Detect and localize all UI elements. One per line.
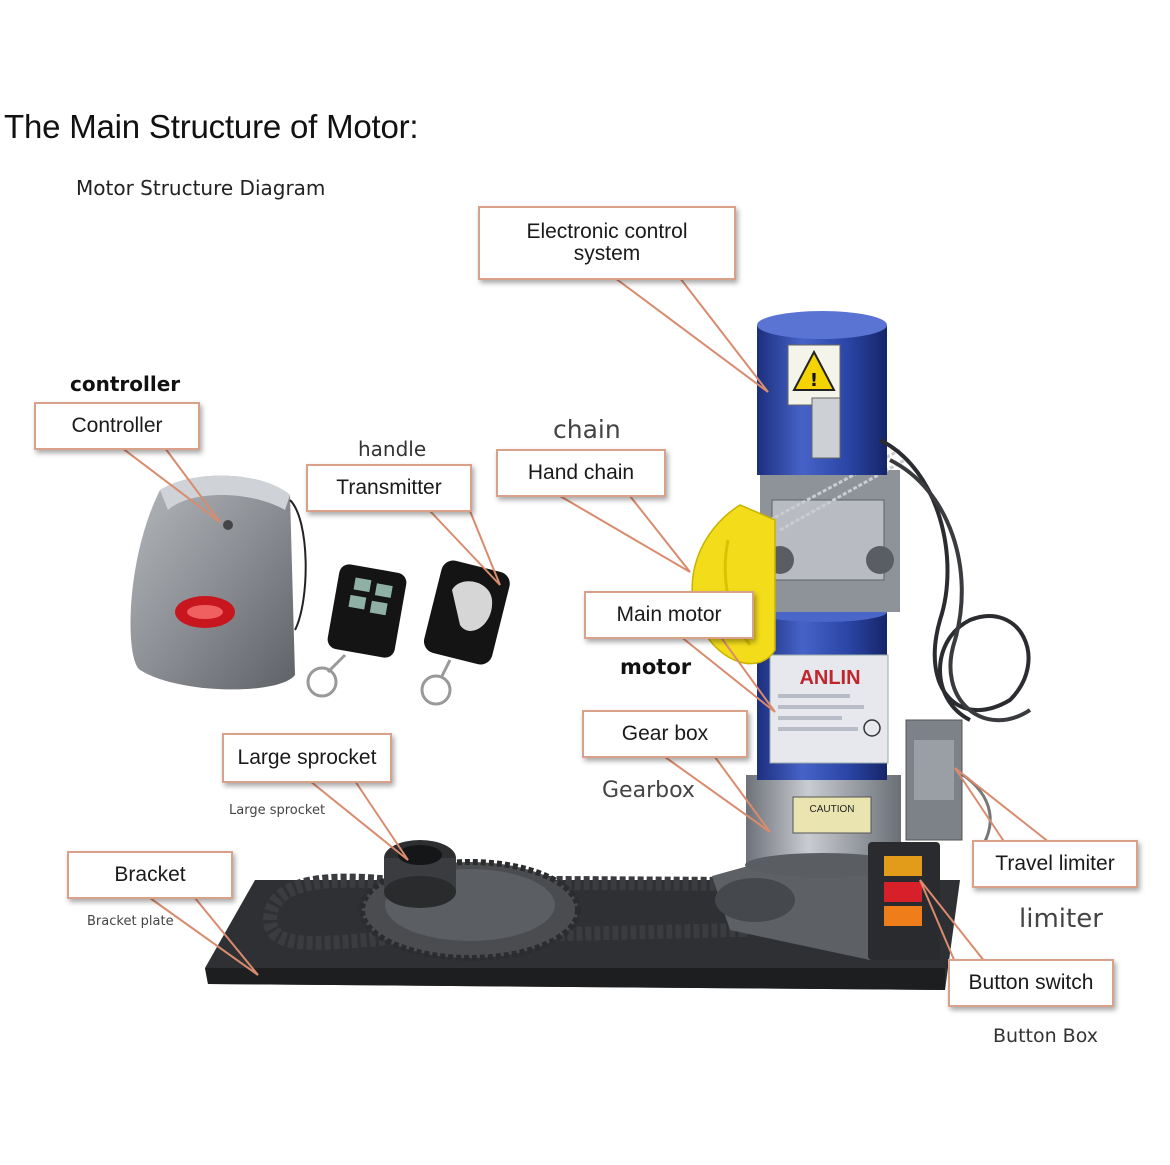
annotation-controller: controller — [70, 372, 181, 396]
callout-bracket: Bracket — [67, 851, 233, 899]
diagram-subtitle: Motor Structure Diagram — [76, 176, 326, 200]
callout-controller: Controller — [34, 402, 200, 450]
brand-label: ANLIN — [799, 667, 860, 689]
callout-button-switch: Button switch — [948, 959, 1114, 1007]
annotation-gearbox: Gearbox — [602, 778, 695, 803]
callout-transmitter: Transmitter — [306, 464, 472, 512]
callout-electronic-control: Electronic control system — [478, 206, 736, 280]
callout-travel-limiter: Travel limiter — [972, 840, 1138, 888]
leader-lines — [121, 277, 1051, 976]
drive-chain — [262, 873, 747, 950]
callout-gear-box: Gear box — [582, 710, 748, 758]
svg-text:!: ! — [810, 370, 818, 391]
motor-body: CAUTION ANLIN ! — [745, 311, 906, 877]
hand-chain-bag — [691, 504, 776, 665]
annotation-bracket-plate: Bracket plate — [87, 914, 174, 929]
annotation-motor: motor — [620, 655, 692, 679]
annotation-button-box: Button Box — [993, 1025, 1099, 1047]
transmitter-devices — [306, 560, 510, 706]
button-box-device — [868, 842, 940, 960]
caution-label: CAUTION — [810, 804, 855, 815]
large-sprocket — [359, 840, 581, 961]
annotation-handle: handle — [358, 437, 427, 461]
travel-limiter-device — [905, 719, 963, 841]
callout-large-sprocket: Large sprocket — [222, 733, 392, 783]
page-title: The Main Structure of Motor: — [4, 108, 419, 145]
callout-main-motor: Main motor — [584, 591, 754, 639]
annotation-large-sprocket: Large sprocket — [229, 803, 326, 818]
controller-device — [130, 475, 307, 690]
callout-hand-chain: Hand chain — [496, 449, 666, 497]
annotation-chain: chain — [553, 415, 621, 444]
annotation-limiter: limiter — [1019, 904, 1103, 934]
